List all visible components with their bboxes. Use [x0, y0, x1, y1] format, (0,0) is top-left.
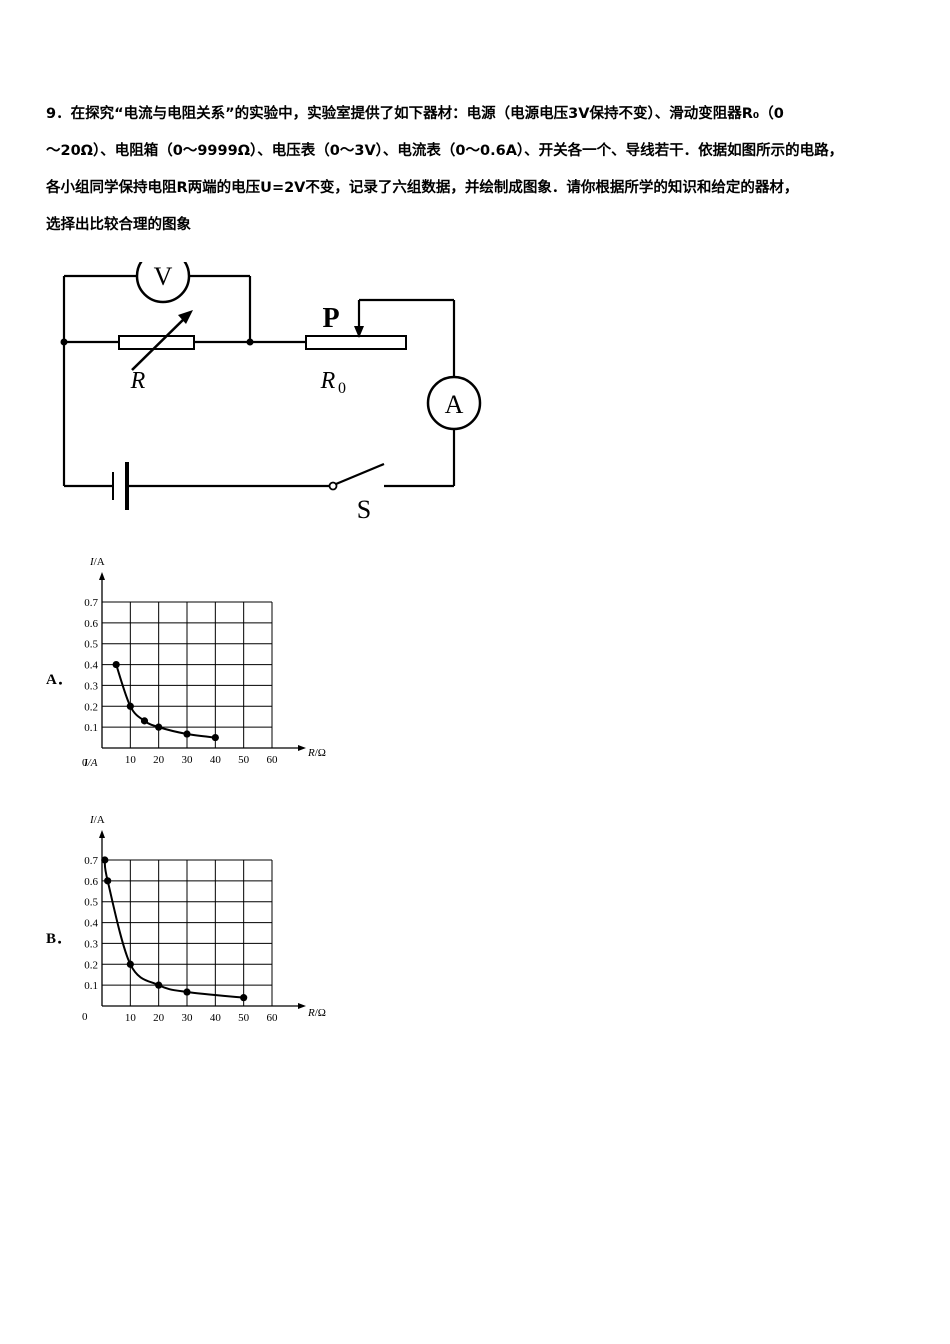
voltmeter-label: V	[154, 262, 173, 291]
data-point	[126, 702, 134, 710]
y-axis-label: I/A	[89, 556, 105, 568]
data-point	[140, 717, 149, 725]
origin-label: 0	[82, 757, 88, 769]
y-tick-label: 0.2	[84, 701, 98, 713]
option-a-label[interactable]: A．	[46, 672, 72, 688]
x-tick-label: 10	[125, 1012, 137, 1024]
x-tick-label: 40	[210, 1012, 222, 1024]
x-tick-label: 60	[267, 1012, 279, 1024]
data-point	[183, 730, 191, 738]
y-tick-label: 0.3	[84, 680, 98, 692]
y-tick-label: 0.2	[84, 959, 98, 971]
y-tick-label: 0.4	[84, 918, 98, 930]
origin-label: 0	[82, 1011, 88, 1023]
x-tick-label: 20	[153, 1012, 165, 1024]
y-tick-label: 0.1	[84, 980, 98, 992]
circuit-diagram: V R P R 0 A S	[60, 262, 482, 524]
y-tick-label: 0.5	[84, 639, 98, 651]
data-point	[155, 981, 163, 989]
y-tick-label: 0.7	[84, 855, 98, 867]
x-tick-label: 50	[238, 1012, 250, 1024]
switch-label: S	[357, 495, 371, 524]
x-tick-label: 20	[153, 754, 165, 766]
x-axis-arrow-icon	[298, 1003, 306, 1009]
option-b-label[interactable]: B．	[46, 931, 72, 947]
question-text: 9．在探究“电流与电阻关系”的实验中，实验室提供了如下器材：电源（电源电压3V保…	[46, 96, 916, 244]
data-point	[155, 723, 163, 731]
x-axis-arrow-icon	[298, 745, 306, 751]
resistor-label: R	[130, 368, 146, 394]
y-tick-label: 0.5	[84, 897, 98, 909]
y-tick-label: 0.6	[84, 618, 98, 630]
overlap-label: I/A	[83, 757, 98, 769]
resistor-box: R	[118, 310, 195, 394]
x-tick-label: 60	[267, 754, 279, 766]
x-axis-label: R/Ω	[307, 1007, 326, 1019]
rheostat: P R 0	[305, 303, 407, 397]
rheostat-subscript: 0	[338, 380, 346, 397]
battery	[112, 462, 129, 510]
junction-dot	[246, 338, 254, 346]
voltmeter: V	[135, 262, 191, 304]
y-axis-arrow-icon	[99, 572, 105, 580]
data-curve	[115, 664, 216, 739]
data-point	[112, 660, 120, 669]
data-point	[240, 994, 248, 1002]
question-line: 选择出比较合理的图象	[46, 217, 191, 233]
axes	[99, 830, 306, 1009]
slider-arrow-icon	[354, 326, 364, 338]
ammeter-label: A	[445, 390, 464, 419]
switch: S	[328, 462, 385, 524]
question-line: ～20Ω）、电阻箱（0～9999Ω）、电压表（0～3V）、电流表（0～0.6A）…	[46, 143, 844, 159]
data-point	[104, 877, 112, 885]
y-tick-label: 0.6	[84, 876, 98, 888]
y-tick-label: 0.4	[84, 660, 98, 672]
data-point	[183, 988, 191, 996]
axes	[99, 572, 306, 751]
y-tick-label: 0.7	[84, 597, 98, 609]
x-axis-label: R/Ω	[307, 747, 326, 759]
data-point	[101, 856, 109, 864]
graph-b: 0.1 0.2 0.3 0.4 0.5 0.6 0.7 10 20 30 40 50 60 I/A R/…	[82, 814, 326, 1024]
y-axis-arrow-icon	[99, 830, 105, 838]
y-tick-label: 0.1	[84, 722, 98, 734]
x-tick-label: 40	[210, 754, 222, 766]
question-line: 9．在探究“电流与电阻关系”的实验中，实验室提供了如下器材：电源（电源电压3V保…	[46, 106, 784, 122]
x-tick-label: 30	[182, 754, 194, 766]
ammeter: A	[426, 375, 482, 431]
data-point	[211, 733, 219, 742]
grid	[102, 601, 273, 748]
y-tick-label: 0.3	[84, 938, 98, 950]
grid	[102, 859, 273, 1006]
junction-dot	[60, 338, 68, 346]
question-line: 各小组同学保持电阻R两端的电压U=2V不变，记录了六组数据，并绘制成图象．请你根…	[46, 180, 799, 196]
y-axis-label: I/A	[89, 814, 105, 826]
rheostat-label: R	[320, 368, 336, 394]
slider-label: P	[322, 303, 339, 334]
x-tick-label: 30	[182, 1012, 194, 1024]
data-point	[126, 960, 134, 968]
graph-a: 0.1 0.2 0.3 0.4 0.5 0.6 0.7 10 20 30 40 50 60 I/A R/…	[82, 556, 326, 769]
x-tick-label: 50	[238, 754, 250, 766]
x-tick-label: 10	[125, 754, 137, 766]
